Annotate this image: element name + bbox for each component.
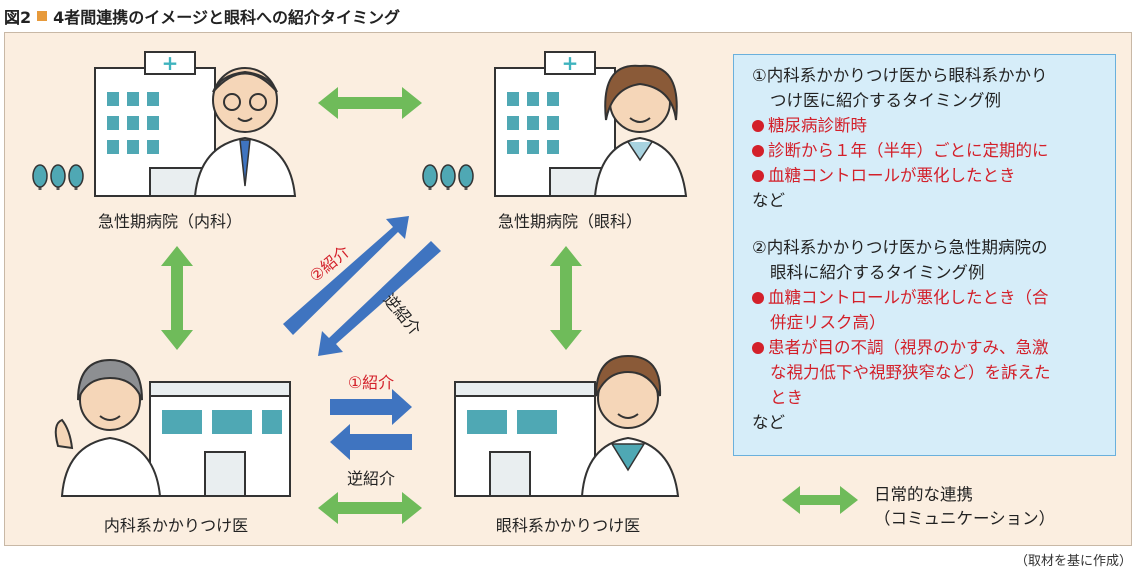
- hospital-ophtha-illustration: +: [422, 51, 688, 197]
- node-acute-internal-label: 急性期病院（内科）: [97, 212, 243, 231]
- legend-line2: （コミュニケーション）: [874, 509, 1056, 528]
- section1-item: 血糖コントロールが悪化したとき: [752, 163, 1101, 188]
- section1-item-text: 診断から１年（半年）ごとに定期的に: [768, 141, 1049, 160]
- reverse-diag-label: 逆紹介: [380, 290, 425, 339]
- section2-heading-line2: 眼科に紹介するタイミング例: [770, 263, 985, 282]
- green-arrow-top: [318, 87, 422, 119]
- section2-item: 患者が目の不調（視界のかすみ、急激な視力低下や視野狭窄など）を訴えたとき: [752, 335, 1101, 410]
- section2-heading-line1: ②内科系かかりつけ医から急性期病院の: [752, 238, 1048, 257]
- section2-item1-line1: 血糖コントロールが悪化したとき（合: [768, 288, 1049, 307]
- section2-item2-line3: とき: [770, 388, 803, 407]
- figure-title-text: 4者間連携のイメージと眼科への紹介タイミング: [53, 8, 400, 27]
- section2-heading: ②内科系かかりつけ医から急性期病院の 眼科に紹介するタイミング例: [752, 235, 1101, 285]
- bullet-icon: [752, 342, 764, 354]
- section1-etc: など: [752, 191, 785, 210]
- green-arrow-right: [550, 246, 582, 350]
- section1-heading-line2: つけ医に紹介するタイミング例: [770, 91, 1001, 110]
- section1-item-text: 血糖コントロールが悪化したとき: [768, 166, 1016, 185]
- legend: 日常的な連携 （コミュニケーション）: [874, 483, 1055, 531]
- green-arrow-bottom: [318, 492, 422, 524]
- green-arrows: [161, 87, 858, 524]
- blue-arrows: [283, 216, 441, 460]
- bullet-icon: [752, 145, 764, 157]
- section1-item-text: 糖尿病診断時: [768, 116, 867, 135]
- section2-etc: など: [752, 413, 785, 432]
- title-square-icon: [37, 11, 48, 21]
- hospital-internal-illustration: +: [32, 51, 297, 197]
- reverse-horiz-label: 逆紹介: [346, 469, 396, 488]
- hospital-cross-icon: +: [162, 51, 179, 75]
- hospital-cross-icon-2: +: [562, 51, 579, 75]
- section1-heading: ①内科系かかりつけ医から眼科系かかり つけ医に紹介するタイミング例: [752, 63, 1101, 113]
- source-note: （取材を基に作成）: [1014, 554, 1132, 569]
- section1-item: 診断から１年（半年）ごとに定期的に: [752, 138, 1101, 163]
- clinic-ophtha-illustration: [454, 354, 680, 497]
- figure-number: 図2: [4, 8, 32, 27]
- node-gp-internal-label: 内科系かかりつけ医: [103, 516, 249, 535]
- clinic-internal-illustration: [54, 358, 291, 497]
- green-arrow-left: [161, 246, 193, 350]
- node-gp-ophtha-label: 眼科系かかりつけ医: [495, 516, 641, 535]
- section1-item: 糖尿病診断時: [752, 113, 1101, 138]
- figure-title: 図2 4者間連携のイメージと眼科への紹介タイミング: [4, 4, 400, 28]
- bullet-icon: [752, 120, 764, 132]
- blue-arrow-reverse-diag: [318, 241, 441, 356]
- section2-item2-line2: な視力低下や視野狭窄など）を訴えた: [770, 363, 1051, 382]
- legend-line1: 日常的な連携: [874, 485, 973, 504]
- section1-heading-line1: ①内科系かかりつけ医から眼科系かかり: [752, 66, 1048, 85]
- bullet-icon: [752, 170, 764, 182]
- section2-item2-line1: 患者が目の不調（視界のかすみ、急激: [768, 338, 1049, 357]
- blue-arrow-reverse-horiz: [330, 424, 412, 460]
- bullet-icon: [752, 292, 764, 304]
- section2-item1-line2: 併症リスク高）: [770, 313, 886, 332]
- referral-timing-box: ①内科系かかりつけ医から眼科系かかり つけ医に紹介するタイミング例 糖尿病診断時…: [733, 54, 1116, 456]
- green-arrow-legend: [782, 486, 858, 514]
- referral-1-label: ①紹介: [347, 373, 395, 392]
- blue-arrow-referral-1: [330, 389, 412, 425]
- node-acute-ophtha-label: 急性期病院（眼科）: [497, 212, 643, 231]
- blue-arrow-referral-2: [283, 216, 409, 335]
- section2-item: 血糖コントロールが悪化したとき（合併症リスク高）: [752, 285, 1101, 335]
